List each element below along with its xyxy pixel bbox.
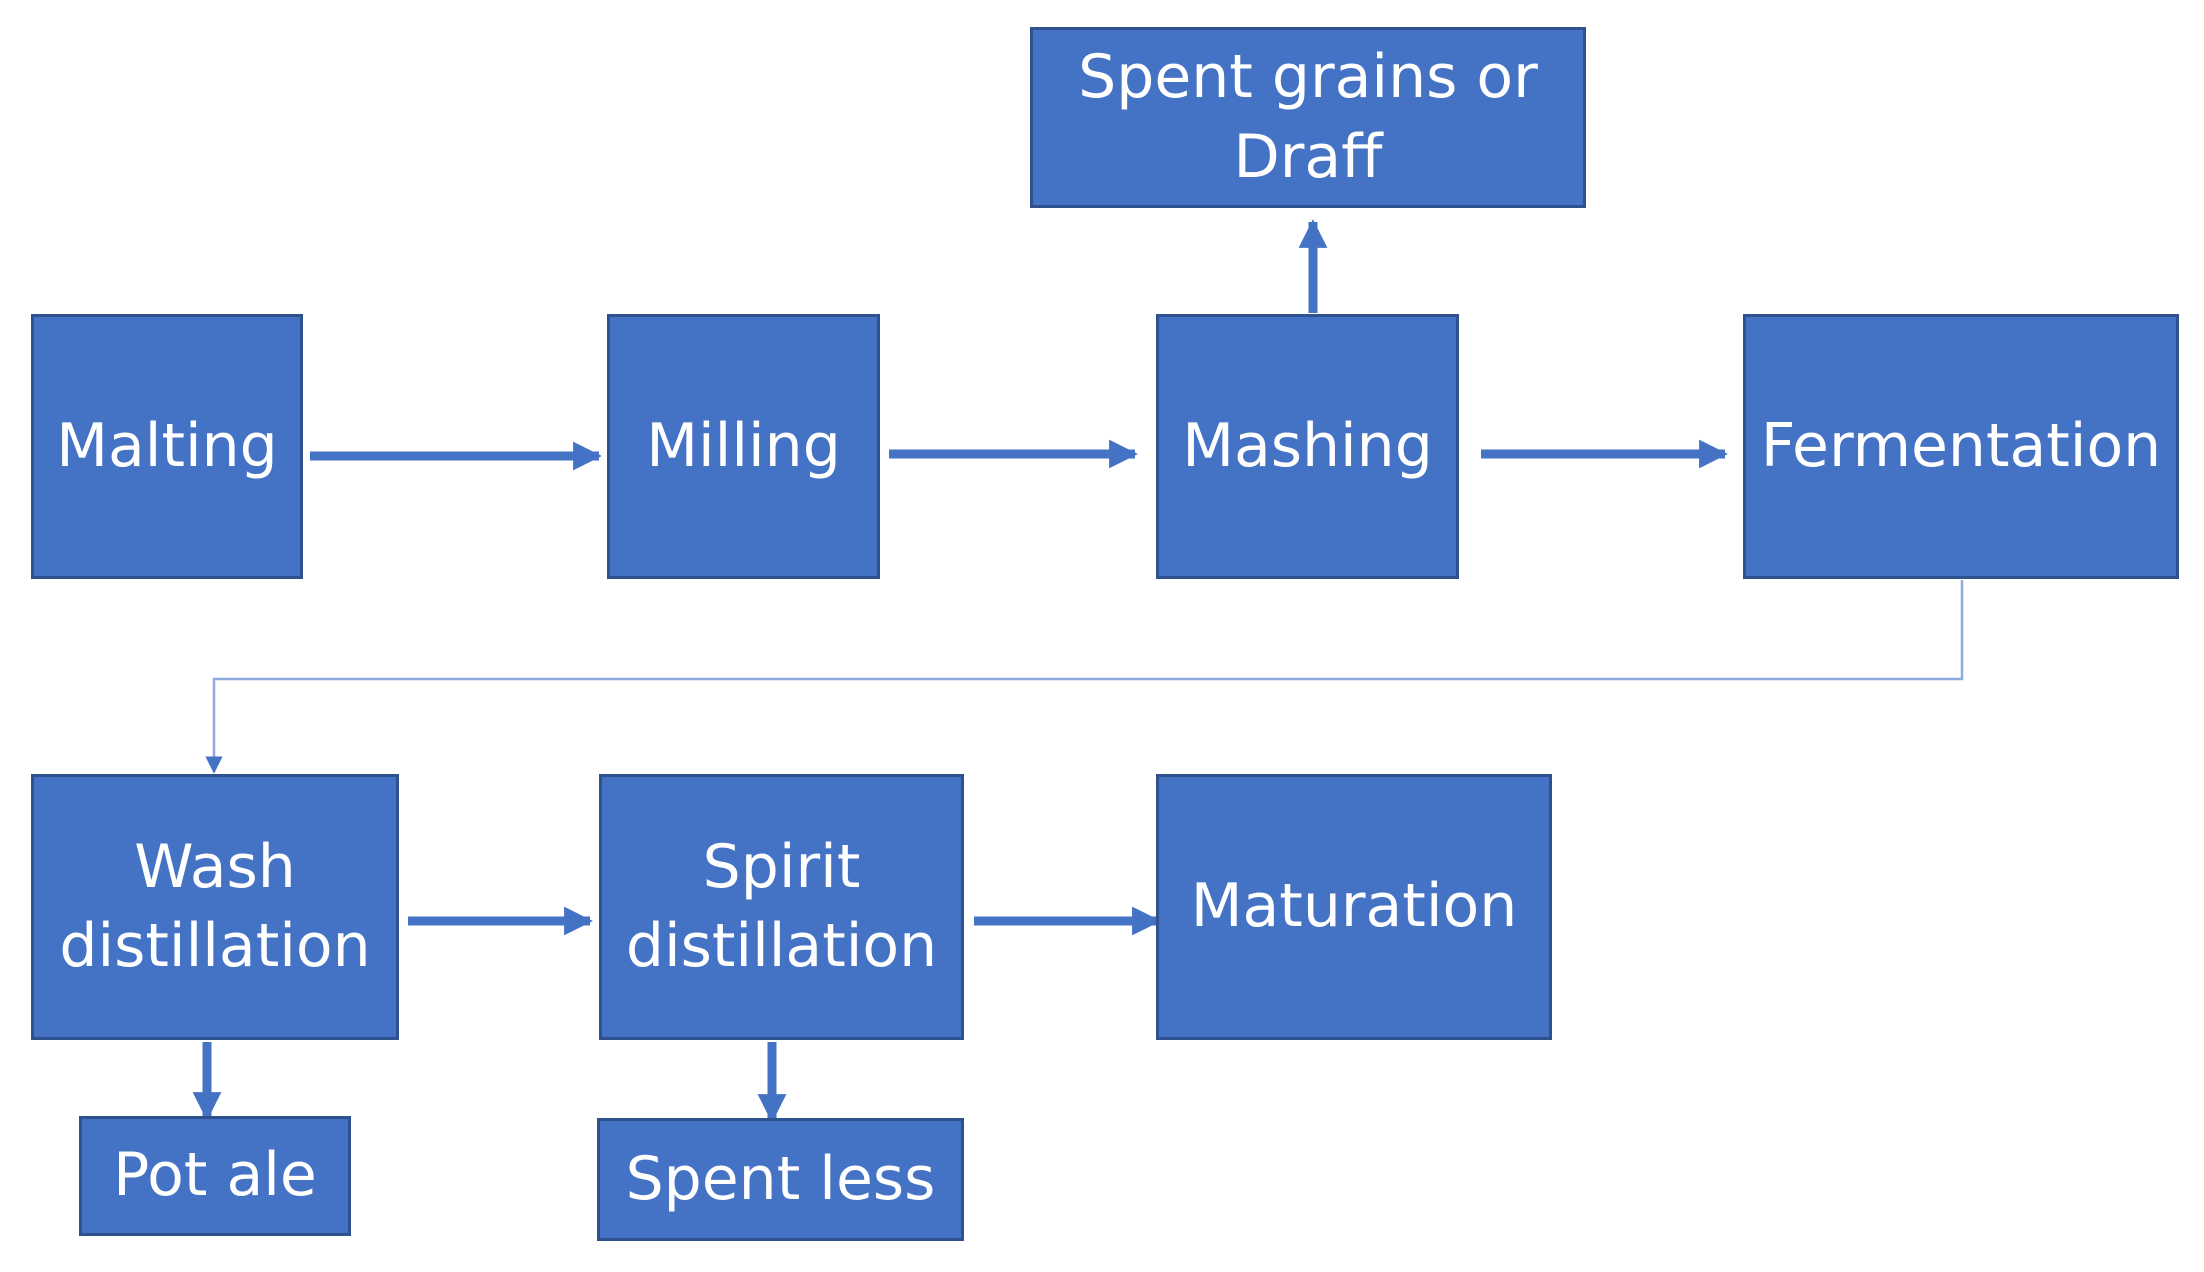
node-label: Maturation xyxy=(1190,871,1518,942)
node-label: Spent less xyxy=(625,1143,936,1214)
node-spent-grains: Spent grains or Draff xyxy=(1030,27,1586,208)
connector-fermentation-to-wash xyxy=(205,580,1964,774)
node-maturation: Maturation xyxy=(1156,774,1552,1040)
node-label: Spirit distillation xyxy=(625,831,938,981)
node-label: Malting xyxy=(56,410,278,481)
node-pot-ale: Pot ale xyxy=(79,1116,351,1236)
node-milling: Milling xyxy=(607,314,880,579)
node-label: Spent grains or Draff xyxy=(1078,42,1538,192)
node-label: Wash distillation xyxy=(59,831,371,981)
node-malting: Malting xyxy=(31,314,303,579)
node-label: Pot ale xyxy=(113,1140,317,1211)
node-mashing: Mashing xyxy=(1156,314,1459,579)
node-label: Fermentation xyxy=(1760,410,2162,481)
node-label: Mashing xyxy=(1182,410,1433,481)
node-label: Milling xyxy=(646,410,841,481)
node-spent-less: Spent less xyxy=(597,1118,964,1241)
node-spirit-distillation: Spirit distillation xyxy=(599,774,964,1040)
node-fermentation: Fermentation xyxy=(1743,314,2179,579)
node-wash-distillation: Wash distillation xyxy=(31,774,399,1040)
